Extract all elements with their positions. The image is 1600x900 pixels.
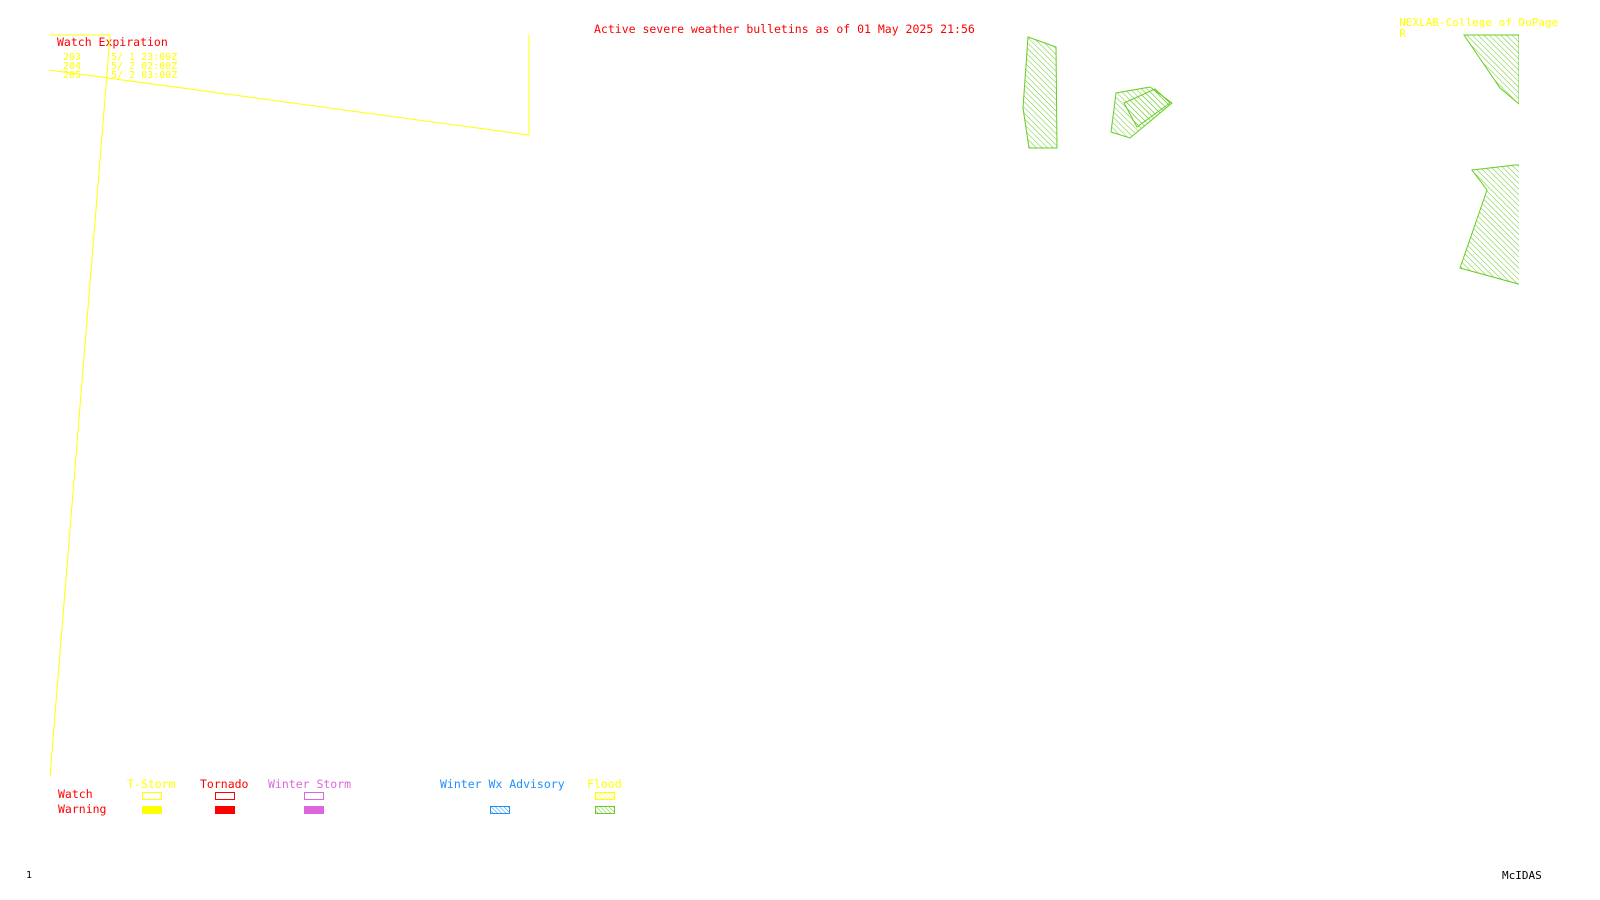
watch-expiry: 5/ 1 23:00Z [111, 52, 178, 63]
tstorm-watch-swatch [142, 792, 162, 800]
legend-row-label-warning: Warning [58, 802, 107, 816]
watch-expiry: 5/ 2 02:00Z [111, 61, 178, 72]
flood-warning-swatch [595, 806, 615, 814]
winter-advisory-swatch [490, 806, 510, 814]
watch-table-heading: Watch Expiration [57, 35, 168, 49]
flood-warning-polygon [1459, 164, 1519, 285]
flood-warning-polygon [1022, 36, 1058, 149]
flood-warning-polygon [1463, 34, 1519, 105]
bulletin-title: Active severe weather bulletins as of 01… [594, 22, 975, 36]
watch-id: 205 [63, 70, 82, 81]
legend-tstorm-label: T-Storm [127, 777, 176, 791]
legend-tornado-label: Tornado [200, 777, 249, 791]
watch-id: 204 [63, 61, 82, 72]
frame-number: 1 [26, 870, 33, 881]
tornado-watch-swatch [215, 792, 235, 800]
legend-winter-storm-label: Winter Storm [268, 777, 352, 791]
legend-winter-advisory-label: Winter Wx Advisory [440, 777, 565, 791]
legend-flood-label: Flood [587, 777, 622, 791]
flood-warning-polygon [1123, 88, 1171, 128]
credit-label: NEXLAB-College of DuPage R [1386, 6, 1558, 39]
tstorm-watch-outline [48, 35, 530, 136]
winter-storm-warning-swatch [304, 806, 324, 814]
tornado-warning-swatch [215, 806, 235, 814]
tstorm-warning-swatch [142, 806, 162, 814]
tstorm-watch-outline [49, 34, 111, 777]
flood-watch-swatch [595, 792, 615, 800]
legend-row-label-watch: Watch [58, 787, 93, 801]
software-label: McIDAS [1502, 869, 1542, 882]
watch-expiry: 5/ 2 03:00Z [111, 70, 178, 81]
winter-storm-watch-swatch [304, 792, 324, 800]
credit-mark: R [1399, 27, 1406, 40]
credit-text: NEXLAB-College of DuPage [1399, 16, 1559, 29]
watch-id: 203 [63, 52, 82, 63]
